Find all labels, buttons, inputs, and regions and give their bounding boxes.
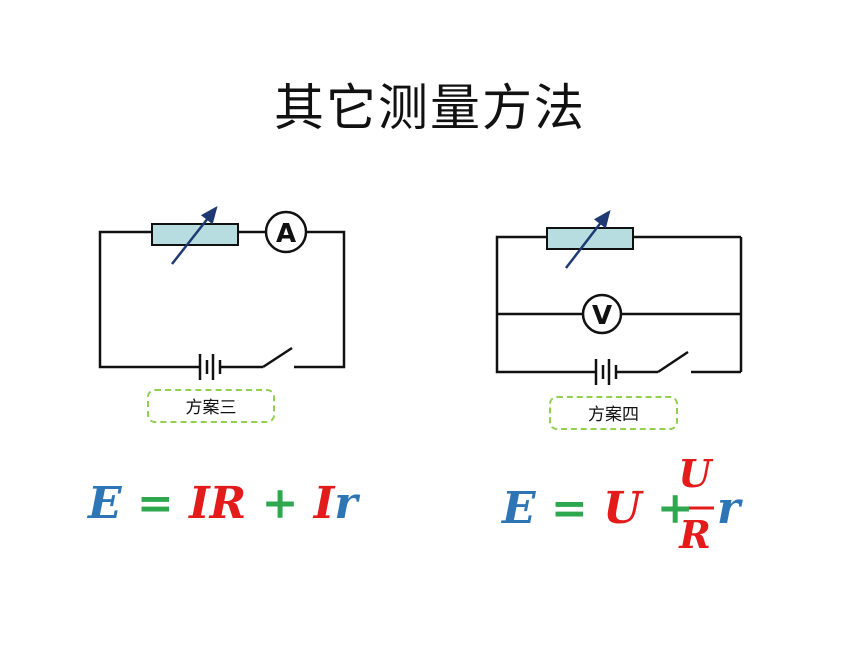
scheme3-switch-icon xyxy=(262,346,293,369)
circuit-scheme3: A xyxy=(98,206,346,380)
formula4-U: U xyxy=(603,483,642,534)
formula3-IR: IR xyxy=(189,478,247,529)
voltmeter-icon xyxy=(581,293,623,335)
scheme3-battery-icon xyxy=(198,354,222,380)
scheme3-label: 方案三 xyxy=(147,389,275,423)
ammeter-icon xyxy=(264,210,308,254)
scheme4-switch-icon xyxy=(657,350,689,374)
formula3-E: E xyxy=(88,478,122,529)
page-title: 其它测量方法 xyxy=(274,79,586,137)
formula4-plus: + xyxy=(656,483,694,534)
scheme3-wires xyxy=(98,230,346,369)
ammeter-symbol: A xyxy=(276,219,296,249)
formula4-equals: = xyxy=(550,483,588,534)
formula3-equals: = xyxy=(136,478,174,529)
scheme4-label: 方案四 xyxy=(549,396,678,430)
circuit-scheme4: V xyxy=(495,210,743,385)
voltmeter-symbol: V xyxy=(592,301,612,331)
formula4-numerator: U xyxy=(678,451,712,496)
formula3-I: I xyxy=(313,478,335,529)
formula4-E: E xyxy=(502,483,536,534)
scheme3-rheostat-arrow xyxy=(171,206,218,265)
formula3-plus: + xyxy=(261,478,299,529)
scheme4-battery-icon xyxy=(594,359,618,385)
formula4-r: r xyxy=(717,483,741,534)
formula-scheme4: E = U + xyxy=(502,483,694,534)
formula3-r: r xyxy=(334,478,358,529)
formula-scheme3: E = IR + Ir xyxy=(88,478,358,529)
formula4-denominator: R xyxy=(679,512,711,557)
scheme4-rheostat-arrow xyxy=(565,210,611,269)
scheme4-wires xyxy=(495,235,743,374)
